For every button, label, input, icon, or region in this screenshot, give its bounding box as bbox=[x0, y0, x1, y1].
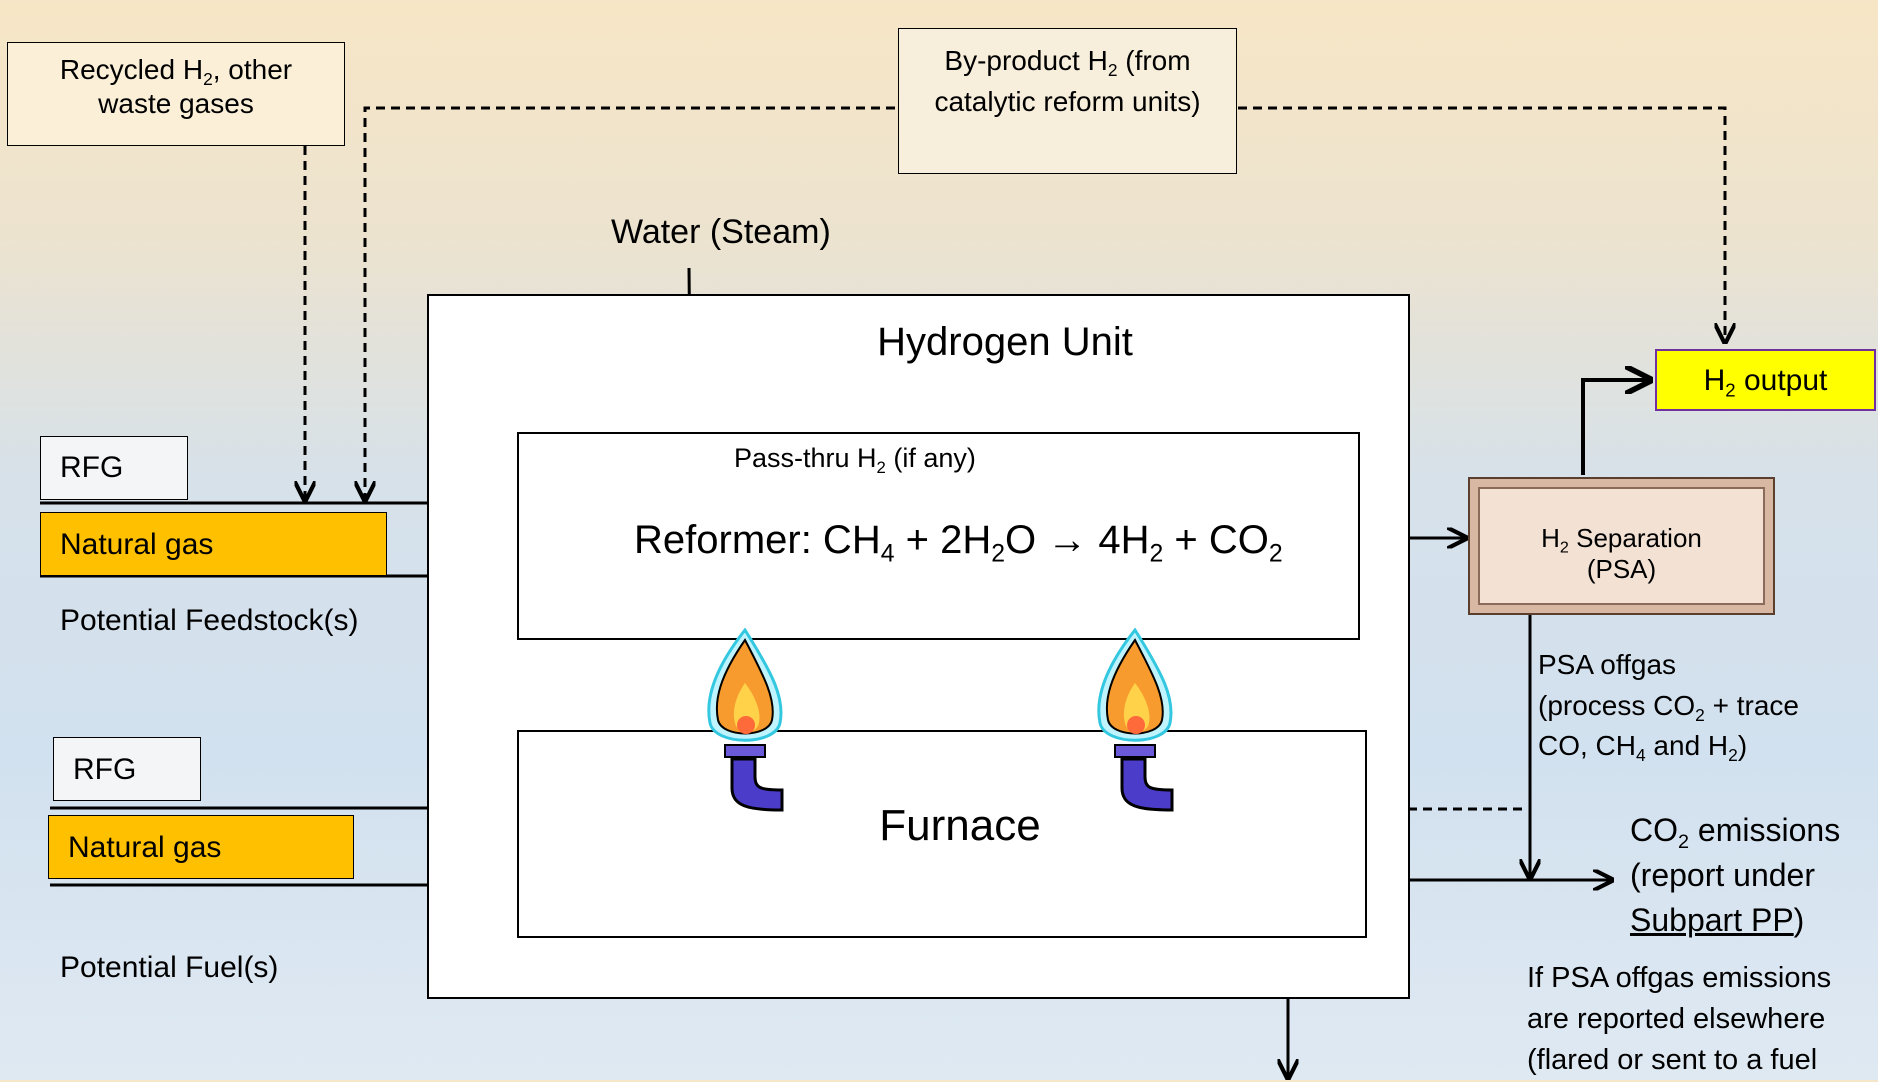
h2-output-box: H2 output bbox=[1655, 349, 1876, 411]
fuel-caption: Potential Fuel(s) bbox=[60, 951, 279, 984]
feedstock-natural-gas-box bbox=[40, 512, 387, 576]
psa-offgas-note: If PSA offgas emissions are reported els… bbox=[1527, 962, 1832, 1077]
h2-output-label: H2 output bbox=[1703, 364, 1828, 401]
recycled-gases-box: Recycled H2, other waste gases bbox=[7, 42, 345, 146]
feedstock-rfg-box bbox=[40, 436, 188, 500]
reformer-equation: Reformer: CH4 + 2H2O → 4H2 + CO2 bbox=[634, 518, 1283, 568]
h2-separation-psa-label: (PSA) bbox=[1586, 554, 1657, 585]
byproduct-dashed-connector-right bbox=[1238, 106, 1725, 342]
co2-emissions-text: CO2 emissions (report under Subpart PP) bbox=[1630, 812, 1841, 938]
burner-icon-right bbox=[1097, 628, 1174, 812]
recycled-gases-text: Recycled H2, other waste gases bbox=[59, 54, 293, 119]
hydrogen-unit-title: Hydrogen Unit bbox=[877, 320, 1133, 364]
feedstock-rfg-label: RFG bbox=[60, 451, 124, 484]
fuel-rfg-box bbox=[53, 737, 201, 801]
fuel-natural-gas-box bbox=[48, 815, 354, 879]
water-steam-label: Water (Steam) bbox=[611, 213, 831, 251]
feedstock-caption: Potential Feedstock(s) bbox=[60, 604, 359, 637]
byproduct-dashed-connector-left bbox=[365, 106, 895, 500]
fuel-rfg-label: RFG bbox=[73, 753, 137, 786]
separation-to-output-arrow bbox=[1581, 380, 1650, 475]
feedstock-natural-gas-label: Natural gas bbox=[60, 528, 214, 561]
byproduct-h2-text: By-product H2 (from catalytic reform uni… bbox=[934, 45, 1201, 117]
furnace-box bbox=[517, 730, 1367, 938]
psa-offgas-text: PSA offgas (process CO2 + trace CO, CH4 … bbox=[1538, 649, 1799, 766]
byproduct-h2-box: By-product H2 (from catalytic reform uni… bbox=[898, 28, 1237, 174]
reformer-box bbox=[517, 432, 1360, 640]
furnace-label: Furnace bbox=[879, 801, 1041, 850]
pass-thru-label: Pass-thru H2 (if any) bbox=[734, 443, 976, 477]
fuel-natural-gas-label: Natural gas bbox=[68, 831, 222, 864]
h2-separation-label: H2 Separation bbox=[1541, 523, 1702, 557]
burner-icon-left bbox=[707, 628, 784, 812]
h2-separation-box: H2 Separation (PSA) bbox=[1468, 477, 1775, 615]
